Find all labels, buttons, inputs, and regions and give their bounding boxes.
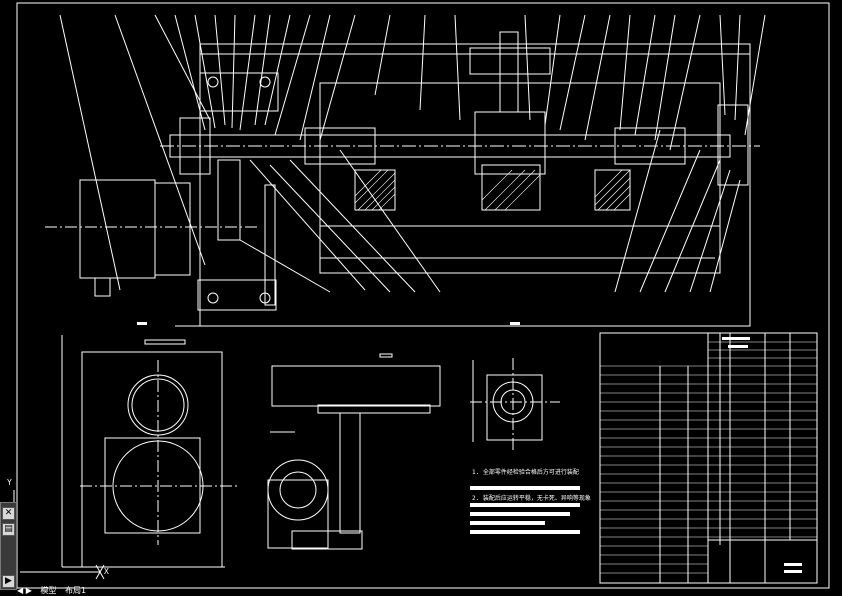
plate-view-frame [81,351,223,568]
gear-housing-base [197,279,277,311]
section-view-top [271,365,441,407]
x-axis-label: X [104,567,109,576]
technical-note-2: 2. 装配后应运转平稳，无卡死、异响等现象 [472,495,591,502]
tab-nav-arrows[interactable]: ◀ ▶ [17,586,32,595]
y-axis-label: Y [7,478,12,487]
expand-icon[interactable]: ▶ [2,575,15,588]
motor-body [79,179,156,279]
gear-housing-top [199,72,279,112]
drawing-border [16,2,830,589]
layers-icon[interactable]: ▤ [2,523,15,536]
main-view-frame [199,43,751,327]
close-icon[interactable]: ✕ [2,507,15,520]
tab-layout1[interactable]: 布局1 [64,586,87,595]
palette-toolbar: ✕ ▤ ▶ [0,502,17,590]
ucs-axis-icon [13,490,105,580]
technical-note-1: 1. 全部零件经检验合格后方可进行装配 [472,469,579,476]
layout-tabs: ◀ ▶ 模型 布局1 [17,586,92,596]
tab-model[interactable]: 模型 [40,586,57,595]
